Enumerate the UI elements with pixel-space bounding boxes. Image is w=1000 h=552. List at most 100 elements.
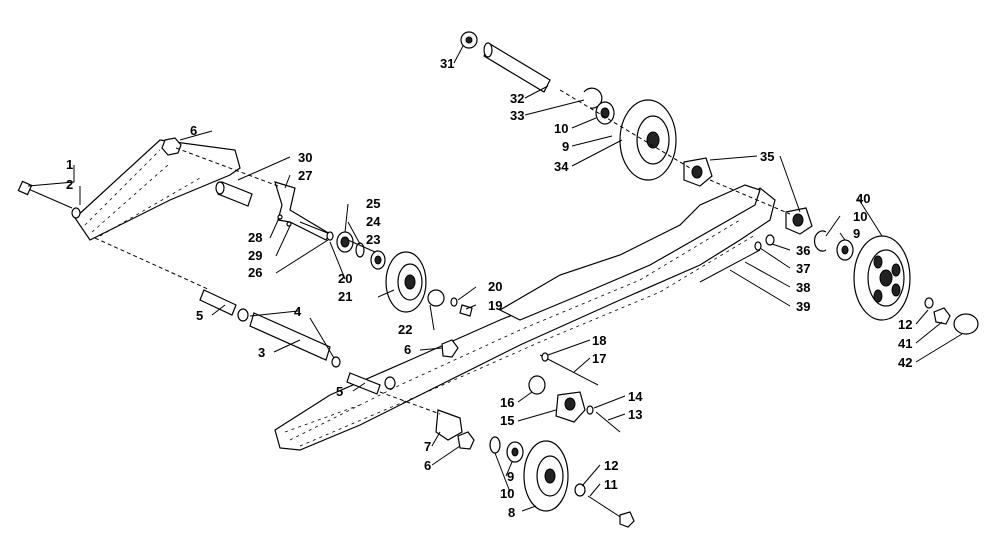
callout-18: 18 bbox=[592, 333, 606, 348]
callout-7: 7 bbox=[424, 439, 431, 454]
callout-11: 11 bbox=[604, 477, 618, 492]
part-33-snap-ring bbox=[583, 87, 603, 109]
part-42-cap bbox=[953, 313, 979, 335]
part-10-ring-bottom bbox=[489, 436, 501, 454]
part-5-tube-upper bbox=[199, 289, 237, 316]
callout-6: 6 bbox=[190, 123, 197, 138]
lower-slide-rail bbox=[274, 187, 776, 451]
callout-5: 5 bbox=[196, 308, 203, 323]
part-12-washer-right bbox=[924, 297, 934, 309]
part-22-washer bbox=[427, 289, 445, 307]
part-12-washer-bottom bbox=[574, 483, 586, 497]
part-4-washer-upper bbox=[237, 308, 249, 322]
callout-38: 38 bbox=[796, 280, 810, 295]
part-29-clip bbox=[286, 221, 292, 227]
part-18-washer bbox=[541, 352, 549, 362]
part-21-idler-wheel bbox=[385, 251, 427, 313]
callout-37: 37 bbox=[796, 261, 810, 276]
callout-42: 42 bbox=[898, 355, 912, 370]
part-34-wheel bbox=[619, 99, 677, 181]
part-40-wheel bbox=[853, 235, 911, 321]
callout-12: 12 bbox=[604, 458, 618, 473]
callout-30: 30 bbox=[298, 150, 312, 165]
part-14-washer bbox=[586, 405, 594, 415]
part-39-bolt bbox=[699, 249, 761, 283]
part-36-washer bbox=[765, 234, 775, 246]
callout-8: 8 bbox=[508, 505, 515, 520]
part-6-nut-bottom bbox=[457, 431, 475, 450]
part-11-bolt bbox=[587, 495, 626, 521]
callout-3: 3 bbox=[258, 345, 265, 360]
callout-16: 16 bbox=[500, 395, 514, 410]
left-slide-rail bbox=[74, 139, 241, 241]
callout-10b: 10 bbox=[554, 121, 568, 136]
part-6-nut-top bbox=[161, 137, 182, 156]
callout-23: 23 bbox=[366, 232, 380, 247]
callout-12b: 12 bbox=[898, 317, 912, 332]
callout-21: 21 bbox=[338, 289, 352, 304]
part-1-bolt bbox=[17, 180, 73, 209]
part-37-washer bbox=[754, 241, 762, 251]
part-27-pivot-arm bbox=[274, 181, 331, 241]
callout-4: 4 bbox=[294, 304, 302, 319]
callout-26: 26 bbox=[248, 265, 262, 280]
callout-31: 31 bbox=[440, 56, 454, 71]
callout-34: 34 bbox=[554, 159, 569, 174]
callout-14: 14 bbox=[628, 389, 643, 404]
callout-13: 13 bbox=[628, 407, 642, 422]
callout-1: 1 bbox=[66, 157, 73, 172]
callout-19: 19 bbox=[488, 298, 502, 313]
part-9-bearing-right bbox=[836, 239, 854, 261]
upper-slide-rail bbox=[498, 184, 761, 321]
part-7-bracket bbox=[435, 409, 463, 441]
part-13-bolt bbox=[595, 411, 621, 433]
callout-9b: 9 bbox=[562, 139, 569, 154]
part-25-bearing bbox=[336, 231, 354, 253]
part-20-washer bbox=[450, 297, 458, 307]
part-4-washer-lower bbox=[331, 356, 341, 368]
callout-28: 28 bbox=[248, 230, 262, 245]
callout-36: 36 bbox=[796, 243, 810, 258]
callout-20: 20 bbox=[338, 271, 352, 286]
part-23-bearing bbox=[370, 250, 386, 270]
part-3-axle bbox=[249, 312, 331, 361]
callout-35: 35 bbox=[760, 149, 774, 164]
callout-5b: 5 bbox=[336, 384, 343, 399]
callout-25: 25 bbox=[366, 196, 380, 211]
part-35-spacer-upper bbox=[683, 157, 713, 187]
callout-22: 22 bbox=[398, 322, 412, 337]
part-8-wheel bbox=[523, 440, 569, 512]
axis-lines bbox=[94, 89, 791, 415]
part-26-washer bbox=[326, 231, 334, 241]
part-41-bolt bbox=[933, 307, 951, 325]
callout-41: 41 bbox=[898, 336, 912, 351]
part-16-spacer bbox=[528, 375, 546, 395]
part-19-spacer bbox=[459, 304, 473, 317]
part-11-bolt-head bbox=[619, 511, 635, 528]
callout-33: 33 bbox=[510, 108, 524, 123]
callout-17: 17 bbox=[592, 351, 606, 366]
callout-39: 39 bbox=[796, 299, 810, 314]
part-31-hole bbox=[465, 36, 473, 44]
part-17-bolt bbox=[539, 354, 599, 386]
callout-9c: 9 bbox=[853, 226, 860, 241]
part-2-washer bbox=[71, 207, 81, 219]
part-30-spacer bbox=[215, 181, 253, 207]
part-32-axle bbox=[483, 43, 551, 93]
callout-6b: 6 bbox=[404, 342, 411, 357]
callout-2: 2 bbox=[66, 177, 73, 192]
callout-labels: 1 2 6 30 27 25 24 23 28 29 26 20 21 5 4 … bbox=[66, 56, 912, 520]
callout-27: 27 bbox=[298, 168, 312, 183]
part-32-end bbox=[483, 42, 493, 58]
callout-10c: 10 bbox=[853, 209, 867, 224]
callout-10: 10 bbox=[500, 486, 514, 501]
part-6-nut-center bbox=[441, 339, 459, 358]
callout-32: 32 bbox=[510, 91, 524, 106]
part-10-ring-right bbox=[813, 230, 827, 252]
callout-40: 40 bbox=[856, 191, 870, 206]
callout-20b: 20 bbox=[488, 279, 502, 294]
leader-lines bbox=[27, 45, 963, 512]
part-35-spacer-lower bbox=[785, 207, 813, 235]
part-9-bearing-bottom bbox=[506, 441, 524, 463]
